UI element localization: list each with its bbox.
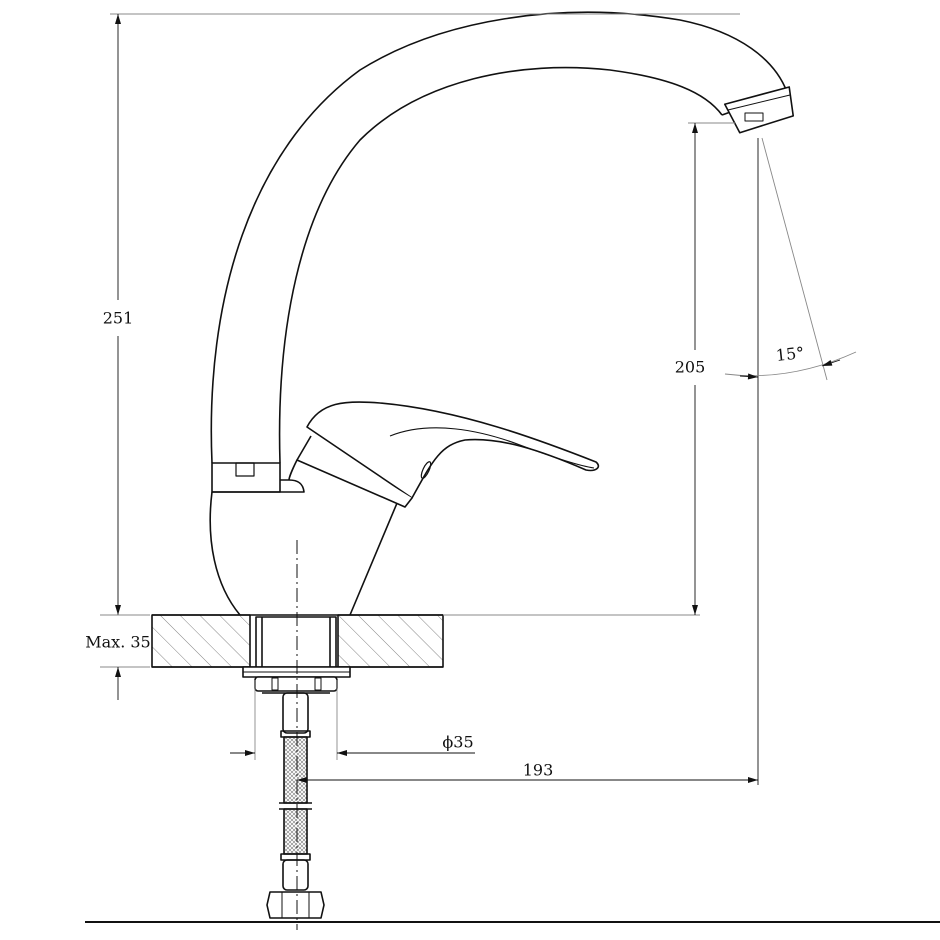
flexible-hose (266, 692, 325, 919)
dimension-lines (100, 13, 857, 785)
lever-handle (288, 401, 600, 508)
mounting-shank (242, 616, 351, 694)
dim-hole-diameter: ϕ35 (442, 732, 474, 752)
dim-spout-reach: 193 (522, 760, 554, 780)
dim-spout-angle: 15° (774, 343, 806, 365)
dim-countertop-max: Max. 35 (85, 632, 151, 652)
dim-total-height: 251 (102, 308, 134, 328)
swivel-spout (210, 11, 795, 464)
dim-spout-height: 205 (674, 357, 706, 377)
